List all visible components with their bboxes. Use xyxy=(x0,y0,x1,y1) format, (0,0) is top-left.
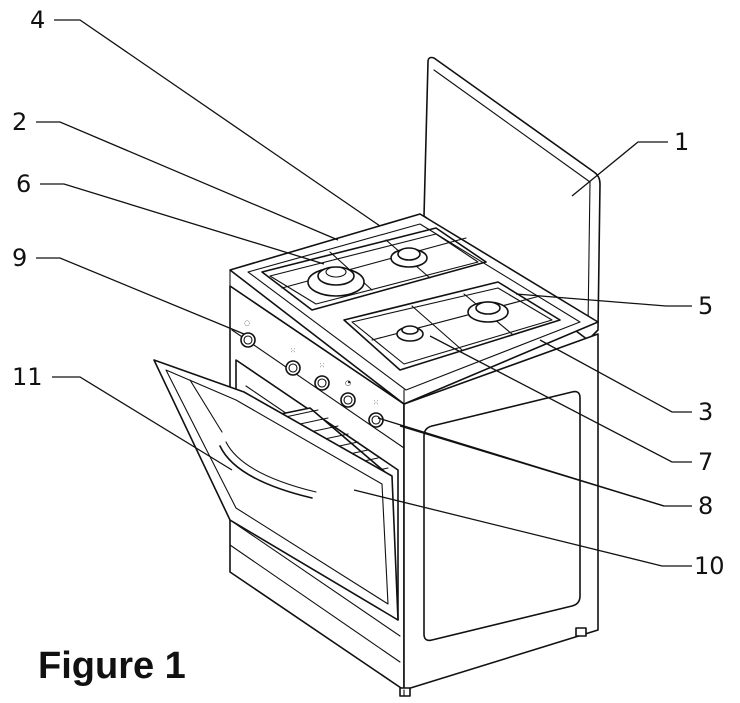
oven-knob: ⁙ xyxy=(368,399,384,428)
burner-rear xyxy=(390,247,428,268)
leader-lines xyxy=(36,19,692,567)
callout-4-label: 4 xyxy=(30,6,45,34)
control-knobs: ◌ ⁙ ⁙ ◔ ⁙ xyxy=(240,319,384,428)
knob-symbol: ⁙ xyxy=(319,362,325,370)
knob-symbol: ⁙ xyxy=(290,347,296,355)
callout-1-label: 1 xyxy=(674,128,689,156)
callout-3-label: 3 xyxy=(698,398,713,426)
callout-5-label: 5 xyxy=(698,292,713,320)
knob-symbol: ◌ xyxy=(244,319,250,327)
burner-small xyxy=(396,325,424,342)
callout-7-label: 7 xyxy=(698,448,713,476)
knob-symbol: ⁙ xyxy=(373,399,379,407)
ignition-knob: ◌ xyxy=(240,319,256,348)
callout-8-label: 8 xyxy=(698,492,713,520)
knob-symbol: ◔ xyxy=(345,379,351,387)
hob-top xyxy=(229,213,599,405)
burner-knob: ⁙ xyxy=(314,362,330,391)
oven-door xyxy=(153,359,399,621)
figure-caption: Figure 1 xyxy=(38,645,186,687)
burner-right xyxy=(467,301,509,323)
pan-support-front xyxy=(343,281,561,371)
callout-2-label: 2 xyxy=(12,108,27,136)
callout-6-label: 6 xyxy=(16,170,31,198)
callout-9-label: 9 xyxy=(12,244,27,272)
burner-large xyxy=(307,266,365,297)
callout-labels: 1 2 3 4 5 6 7 8 9 10 11 xyxy=(12,6,725,580)
burner-knob: ⁙ xyxy=(285,347,301,376)
callout-10-label: 10 xyxy=(694,552,725,580)
burner-knob: ◔ xyxy=(340,379,356,408)
callout-11-label: 11 xyxy=(12,363,43,391)
